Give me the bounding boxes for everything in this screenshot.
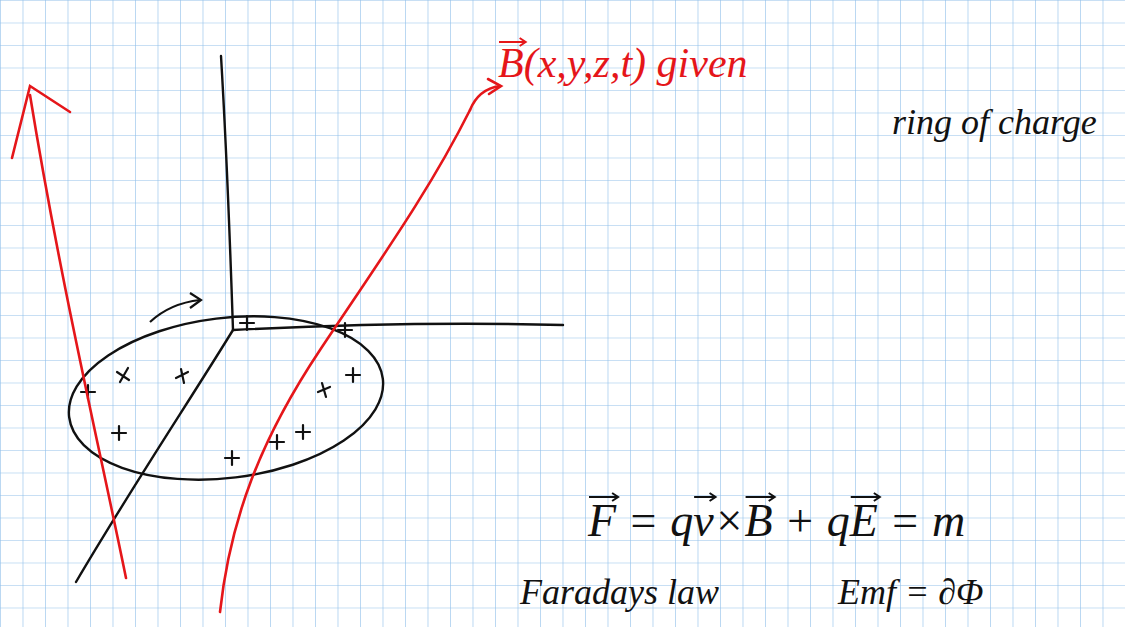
field-label: B(x,y,z,t) given	[498, 42, 748, 84]
field-line	[30, 95, 126, 578]
axes	[76, 56, 563, 582]
charge-signs	[81, 316, 360, 465]
y-axis	[233, 324, 563, 330]
handwritten-note: ring of charge	[892, 104, 1097, 140]
z-axis	[221, 56, 233, 330]
rotation-arrow-head	[190, 293, 201, 308]
field-line	[220, 110, 470, 612]
rotation-arrow	[150, 300, 200, 322]
field-lines	[12, 79, 501, 612]
handwritten-note: Faradays law	[520, 574, 719, 610]
field-arrow-head	[12, 86, 70, 158]
handwritten-note: Emf = ∂Φ	[838, 574, 983, 610]
charge-ring	[59, 299, 392, 496]
handwritten-note: F = qv×B + qE = m	[588, 498, 965, 544]
